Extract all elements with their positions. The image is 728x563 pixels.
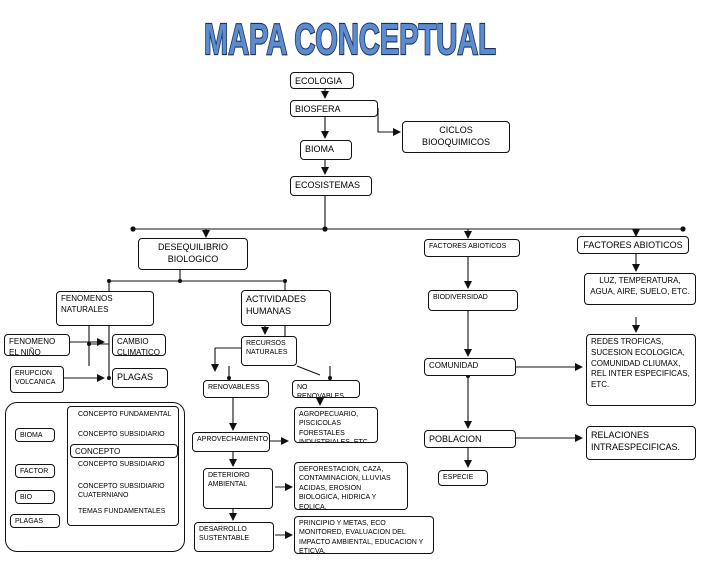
node-redes: REDES TROFICAS, SUCESION ECOLOGICA, COMU… (586, 334, 696, 406)
legend-bioma: BIOMA (15, 428, 55, 442)
title-banner: MAPA CONCEPTUAL (203, 14, 497, 64)
node-agropecuario: AGROPECUARIO, PISCICOLAS FORESTALES INDU… (294, 407, 378, 443)
legend-plagas: PLAGAS (10, 514, 60, 528)
node-biosfera: BIOSFERA (290, 100, 378, 117)
node-ecologia: ECOLOGIA (290, 72, 354, 89)
node-fenomenos: FENOMENOS NATURALES (56, 291, 154, 326)
node-desequilibrio: DESEQUILIBRIO BIOLOGICO (138, 238, 248, 270)
node-especie: ESPECIE (438, 470, 488, 486)
node-bioma: BIOMA (300, 140, 352, 160)
legend-concepto-subsidiario: CONCEPTO SUBSIDIARIO (78, 431, 165, 438)
node-desarrollo: DESARROLLO SUSTENTABLE (194, 522, 274, 552)
legend-concepto-fundamental: CONCEPTO FUNDAMENTAL (78, 411, 172, 418)
node-ciclos: CICLOS BIOOQUIMICOS (402, 121, 510, 153)
node-cambio: CAMBIO CLIMATICO (112, 334, 166, 356)
node-factores-abioticos-small: FACTORES ABIOTICOS (424, 239, 520, 257)
node-plagas: PLAGAS (112, 368, 168, 388)
node-fenomeno-nino: FENOMENO EL NIÑO (4, 334, 70, 356)
node-poblacion: POBLACION (424, 430, 516, 448)
node-recursos: RECURSOS NATURALES (241, 336, 297, 366)
node-aprovechamiento: APROVECHAMIENTO (192, 432, 270, 452)
node-deforestacion: DEFORESTACION, CAZA, CONTAMINACION, LLUV… (294, 462, 408, 510)
legend-temas-fundamentales: TEMAS FUNDAMENTALES (78, 508, 166, 515)
node-actividades: ACTIVIDADES HUMANAS (241, 290, 331, 326)
node-relaciones: RELACIONES INTRAESPECIFICAS. (586, 426, 696, 460)
legend-concepto-subsidiario-recuadro: CONCEPTO SUBSIDIARIO RECUADRO (78, 461, 165, 468)
legend-factor: FACTOR (15, 464, 55, 478)
map-title: MAPA CONCEPTUAL (204, 15, 496, 64)
node-biodiversidad: BIODIVERSIDAD (428, 290, 518, 311)
node-deterioro: DETERIORO AMBIENTAL (203, 468, 273, 509)
node-comunidad: COMUNIDAD (424, 358, 516, 376)
node-principio: PRINCIPIO Y METAS, ECO MONITORED, EVALUA… (294, 516, 434, 554)
node-ecosistemas: ECOSISTEMAS (290, 176, 372, 196)
legend-concepto-subsidiario-cuaterniano: CONCEPTO SUBSIDIARIO CUATERNIANO (78, 483, 165, 500)
legend-bio: BIO (15, 490, 55, 504)
node-luz: LUZ, TEMPERATURA, AGUA, AIRE, SUELO, ETC… (584, 273, 696, 305)
node-factores-abioticos: FACTORES ABIOTICOS (577, 236, 689, 254)
legend-concepto-secundario: CONCEPTO SECUNDARIO (70, 444, 178, 458)
legend-inner (67, 406, 179, 526)
node-no-renovables: NO RENOVABLES (292, 380, 360, 398)
node-renovables: RENOVABLESS (203, 380, 269, 398)
node-erupcion: ERUPCION VOLCANICA (10, 366, 64, 393)
